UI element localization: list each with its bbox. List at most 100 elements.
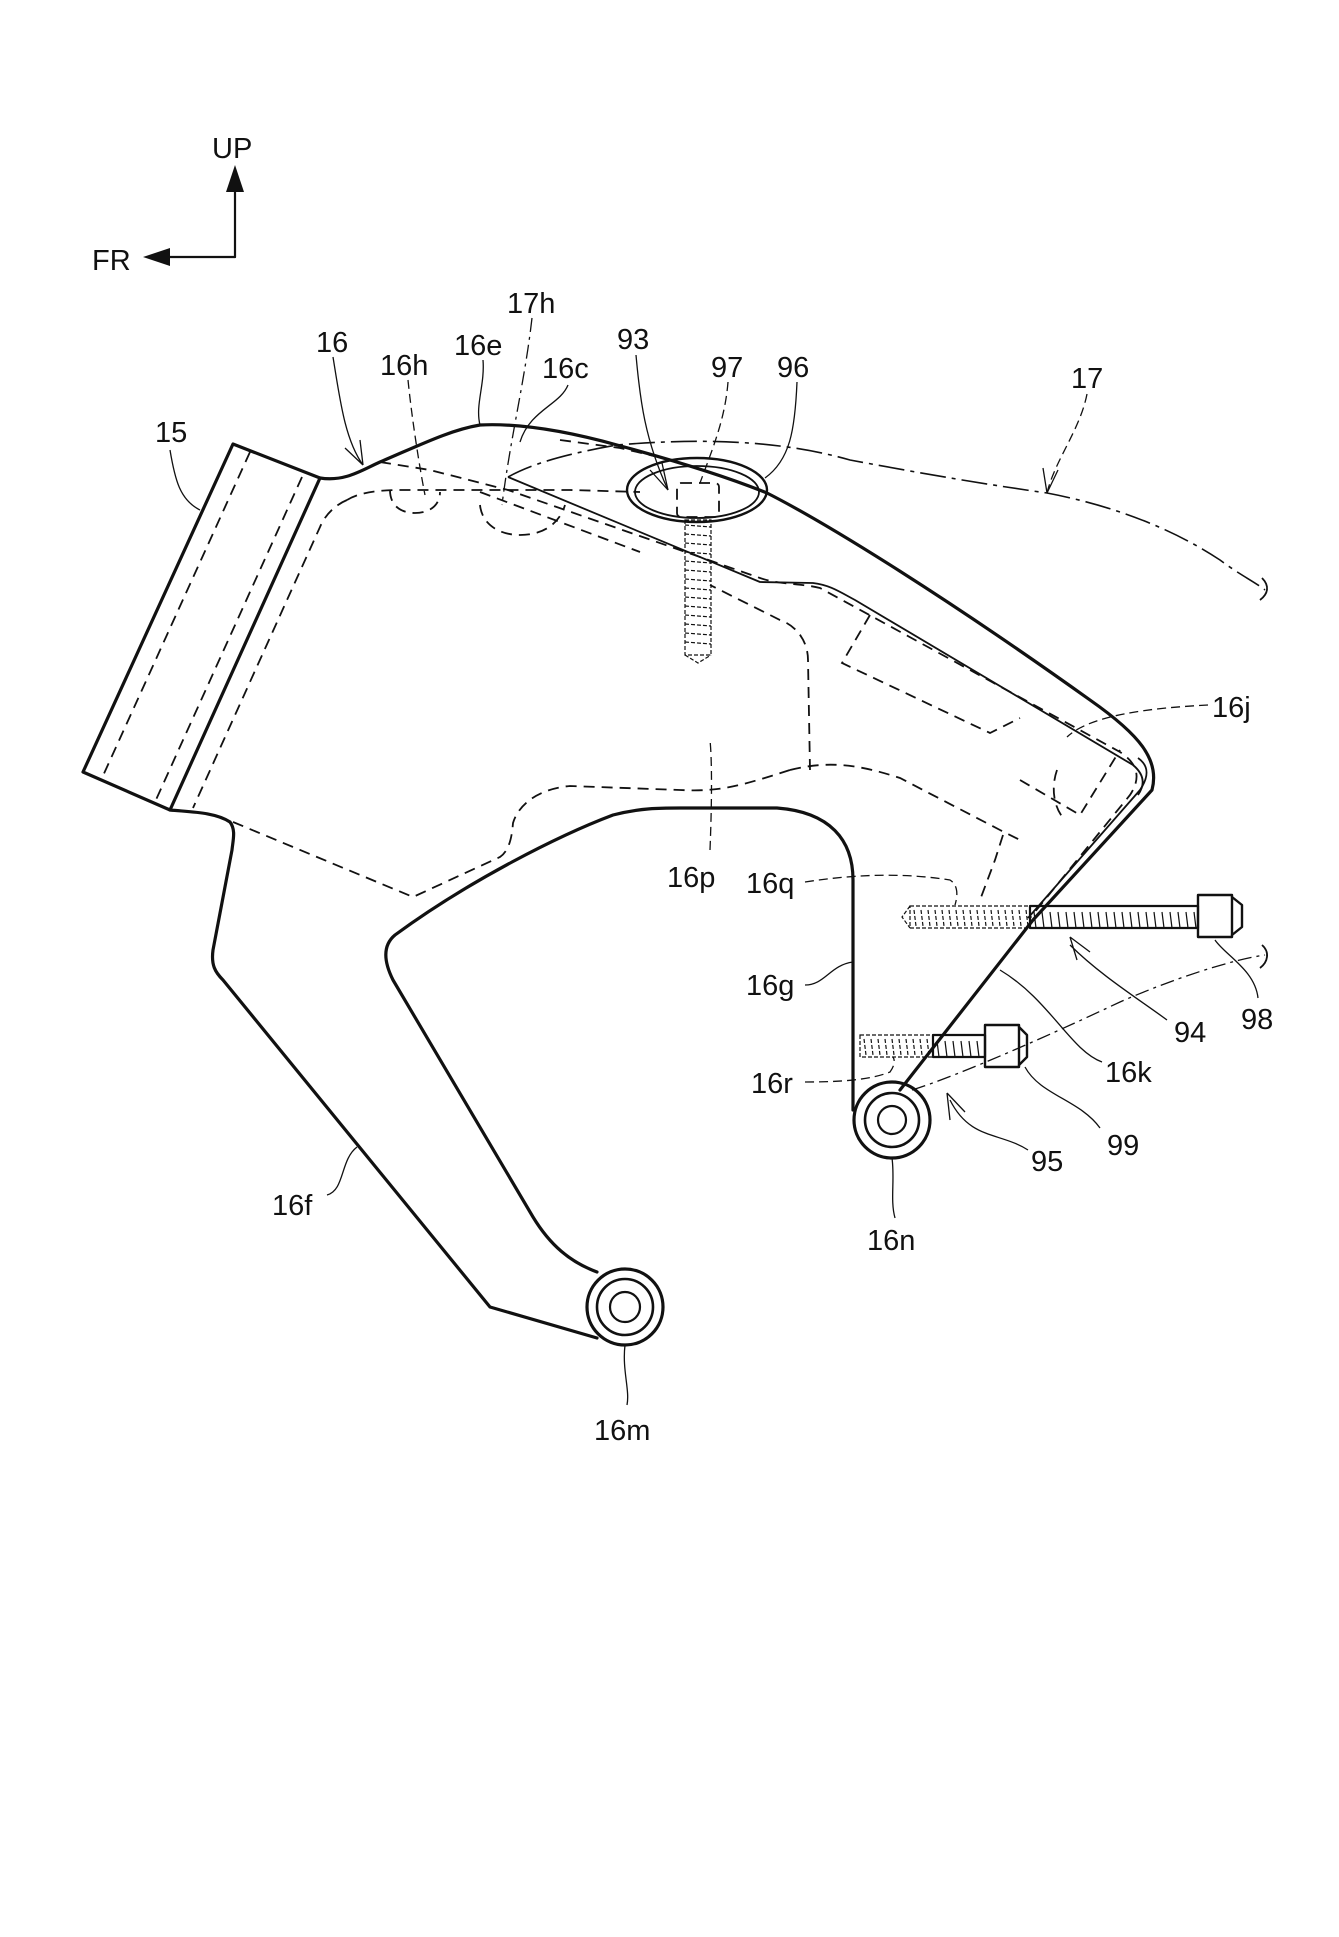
bolt-93-thread-tick bbox=[684, 596, 712, 600]
bolt-98-hidden-thread-tick bbox=[934, 909, 938, 927]
part-15 bbox=[81, 442, 322, 812]
bolt-99-hidden-thread-tick bbox=[919, 1038, 923, 1056]
bolt-98-head bbox=[1196, 893, 1234, 939]
bolt-98-thread-tick bbox=[1073, 911, 1077, 929]
bolt-93-thread-tick bbox=[684, 632, 712, 636]
bolt-99-thread-tick bbox=[952, 1040, 956, 1058]
bolt-98-thread-tick bbox=[1049, 911, 1053, 929]
leader-16r bbox=[804, 1056, 895, 1083]
leader-16h bbox=[407, 379, 426, 496]
leader-16 bbox=[332, 356, 364, 466]
bolt-98-thread-tick bbox=[1153, 911, 1157, 929]
bolt-98-hidden-thread-tick bbox=[969, 909, 973, 927]
bolt-99-thread-tick bbox=[968, 1040, 972, 1058]
bracket-16f-outer-outline bbox=[168, 808, 599, 1340]
bolt-98-thread-tick bbox=[1177, 911, 1181, 929]
label-16c: 16c bbox=[542, 353, 589, 385]
up-arrow-icon bbox=[226, 165, 244, 192]
leader-16j bbox=[1066, 704, 1209, 738]
label-99: 99 bbox=[1107, 1130, 1139, 1162]
bolt-98-hidden-thread-tick bbox=[920, 909, 924, 927]
leader-16g bbox=[804, 961, 854, 986]
up-label: UP bbox=[212, 133, 252, 165]
part-15-outline bbox=[81, 442, 322, 812]
leader-93 bbox=[635, 354, 669, 491]
member-17-inner-edge bbox=[507, 476, 1144, 796]
leader-16k bbox=[999, 969, 1103, 1063]
label-16j: 16j bbox=[1212, 692, 1251, 724]
leader-15 bbox=[169, 449, 201, 511]
label-16k: 16k bbox=[1105, 1057, 1152, 1089]
hidden-lower-web-right bbox=[789, 763, 1021, 841]
reference-labels: 15 16 16h 16e 17h 16c 93 97 96 17 16j 16… bbox=[155, 288, 1273, 1447]
washer-96-outer bbox=[625, 456, 769, 524]
leader-17-arrow-icon bbox=[1042, 467, 1059, 494]
axis-95-break-mark bbox=[1259, 944, 1268, 969]
bolt-98-thread-tick bbox=[1113, 911, 1117, 929]
bolt-98-tip bbox=[901, 905, 911, 929]
member-17-outline bbox=[507, 440, 1266, 591]
hidden-pocket-lower bbox=[1019, 749, 1121, 817]
bolt-99-hidden-thread-tick bbox=[877, 1038, 881, 1056]
bolt-93-thread-tick bbox=[684, 560, 712, 564]
orientation-indicator: UP FR bbox=[92, 133, 252, 277]
bolt-93-thread-tick bbox=[684, 542, 712, 546]
bracket-16k-inner-wall bbox=[1027, 757, 1148, 919]
label-97: 97 bbox=[711, 352, 743, 384]
bolt-98-thread-tick bbox=[1065, 911, 1069, 929]
bolt-99-assembly bbox=[859, 1023, 1029, 1069]
bolt-98-thread-tick bbox=[1105, 911, 1109, 929]
hidden-pocket bbox=[840, 614, 1021, 735]
bolt-99-hidden-thread bbox=[859, 1034, 934, 1058]
label-93: 93 bbox=[617, 324, 649, 356]
bolt-99-hidden-thread-tick bbox=[912, 1038, 916, 1056]
boss-16n-middle bbox=[863, 1091, 921, 1149]
bolt-99-hidden-thread-tick bbox=[863, 1038, 867, 1056]
label-94: 94 bbox=[1174, 1017, 1206, 1049]
leader-98 bbox=[1214, 939, 1259, 999]
bolt-97-head bbox=[676, 482, 720, 518]
leader-94-arrow-icon bbox=[1069, 936, 1091, 961]
bolt-98-head-chamfer bbox=[1230, 895, 1244, 937]
bolt-98-thread-tick bbox=[1089, 911, 1093, 929]
bolt-98-hidden-thread-tick bbox=[1004, 909, 1008, 927]
leader-16n bbox=[891, 1157, 896, 1219]
hidden-lower-web bbox=[232, 769, 791, 898]
bolt-98-thread-tick bbox=[1185, 911, 1189, 929]
leader-94 bbox=[1069, 944, 1168, 1021]
leader-16f bbox=[326, 1146, 358, 1196]
bolt-99-thread-tick bbox=[936, 1040, 940, 1058]
bolt-98-thread-tick bbox=[1033, 911, 1037, 929]
label-96: 96 bbox=[777, 352, 809, 384]
bolt-93-tip bbox=[684, 654, 712, 664]
bolt-99-thread-tick bbox=[944, 1040, 948, 1058]
label-16q: 16q bbox=[746, 868, 794, 900]
bolt-93-thread-tick bbox=[684, 641, 712, 645]
bolt-99-head-chamfer bbox=[1017, 1025, 1029, 1067]
hidden-top-strip bbox=[559, 439, 681, 463]
hidden-front-web bbox=[192, 499, 348, 809]
bolt-93-shank bbox=[684, 519, 712, 656]
bolt-98-thread-tick bbox=[1169, 911, 1173, 929]
bolt-98-assembly bbox=[901, 893, 1244, 939]
bolt-98-thread-tick bbox=[1097, 911, 1101, 929]
bolt-99-hidden-thread-tick bbox=[870, 1038, 874, 1056]
label-16n: 16n bbox=[867, 1225, 915, 1257]
leader-99 bbox=[1024, 1066, 1101, 1129]
leader-17 bbox=[1046, 393, 1088, 494]
bolt-98-hidden-thread bbox=[909, 905, 1031, 929]
label-98: 98 bbox=[1241, 1004, 1273, 1036]
bolt-93-thread-tick bbox=[684, 533, 712, 537]
bolt-99-hidden-thread-tick bbox=[891, 1038, 895, 1056]
bolt-98-hidden-thread-tick bbox=[941, 909, 945, 927]
leader-16p bbox=[709, 739, 713, 851]
bolt-98-hidden-thread-tick bbox=[948, 909, 952, 927]
bolt-98-hidden-thread-tick bbox=[983, 909, 987, 927]
bracket-16 bbox=[168, 423, 1156, 1347]
part-15-hidden-edge-b bbox=[154, 476, 303, 803]
bolt-99-thread-tick bbox=[960, 1040, 964, 1058]
bolt-93-thread-tick bbox=[684, 578, 712, 582]
boss-16m-outer bbox=[585, 1267, 665, 1347]
bolt-98-hidden-thread-tick bbox=[962, 909, 966, 927]
